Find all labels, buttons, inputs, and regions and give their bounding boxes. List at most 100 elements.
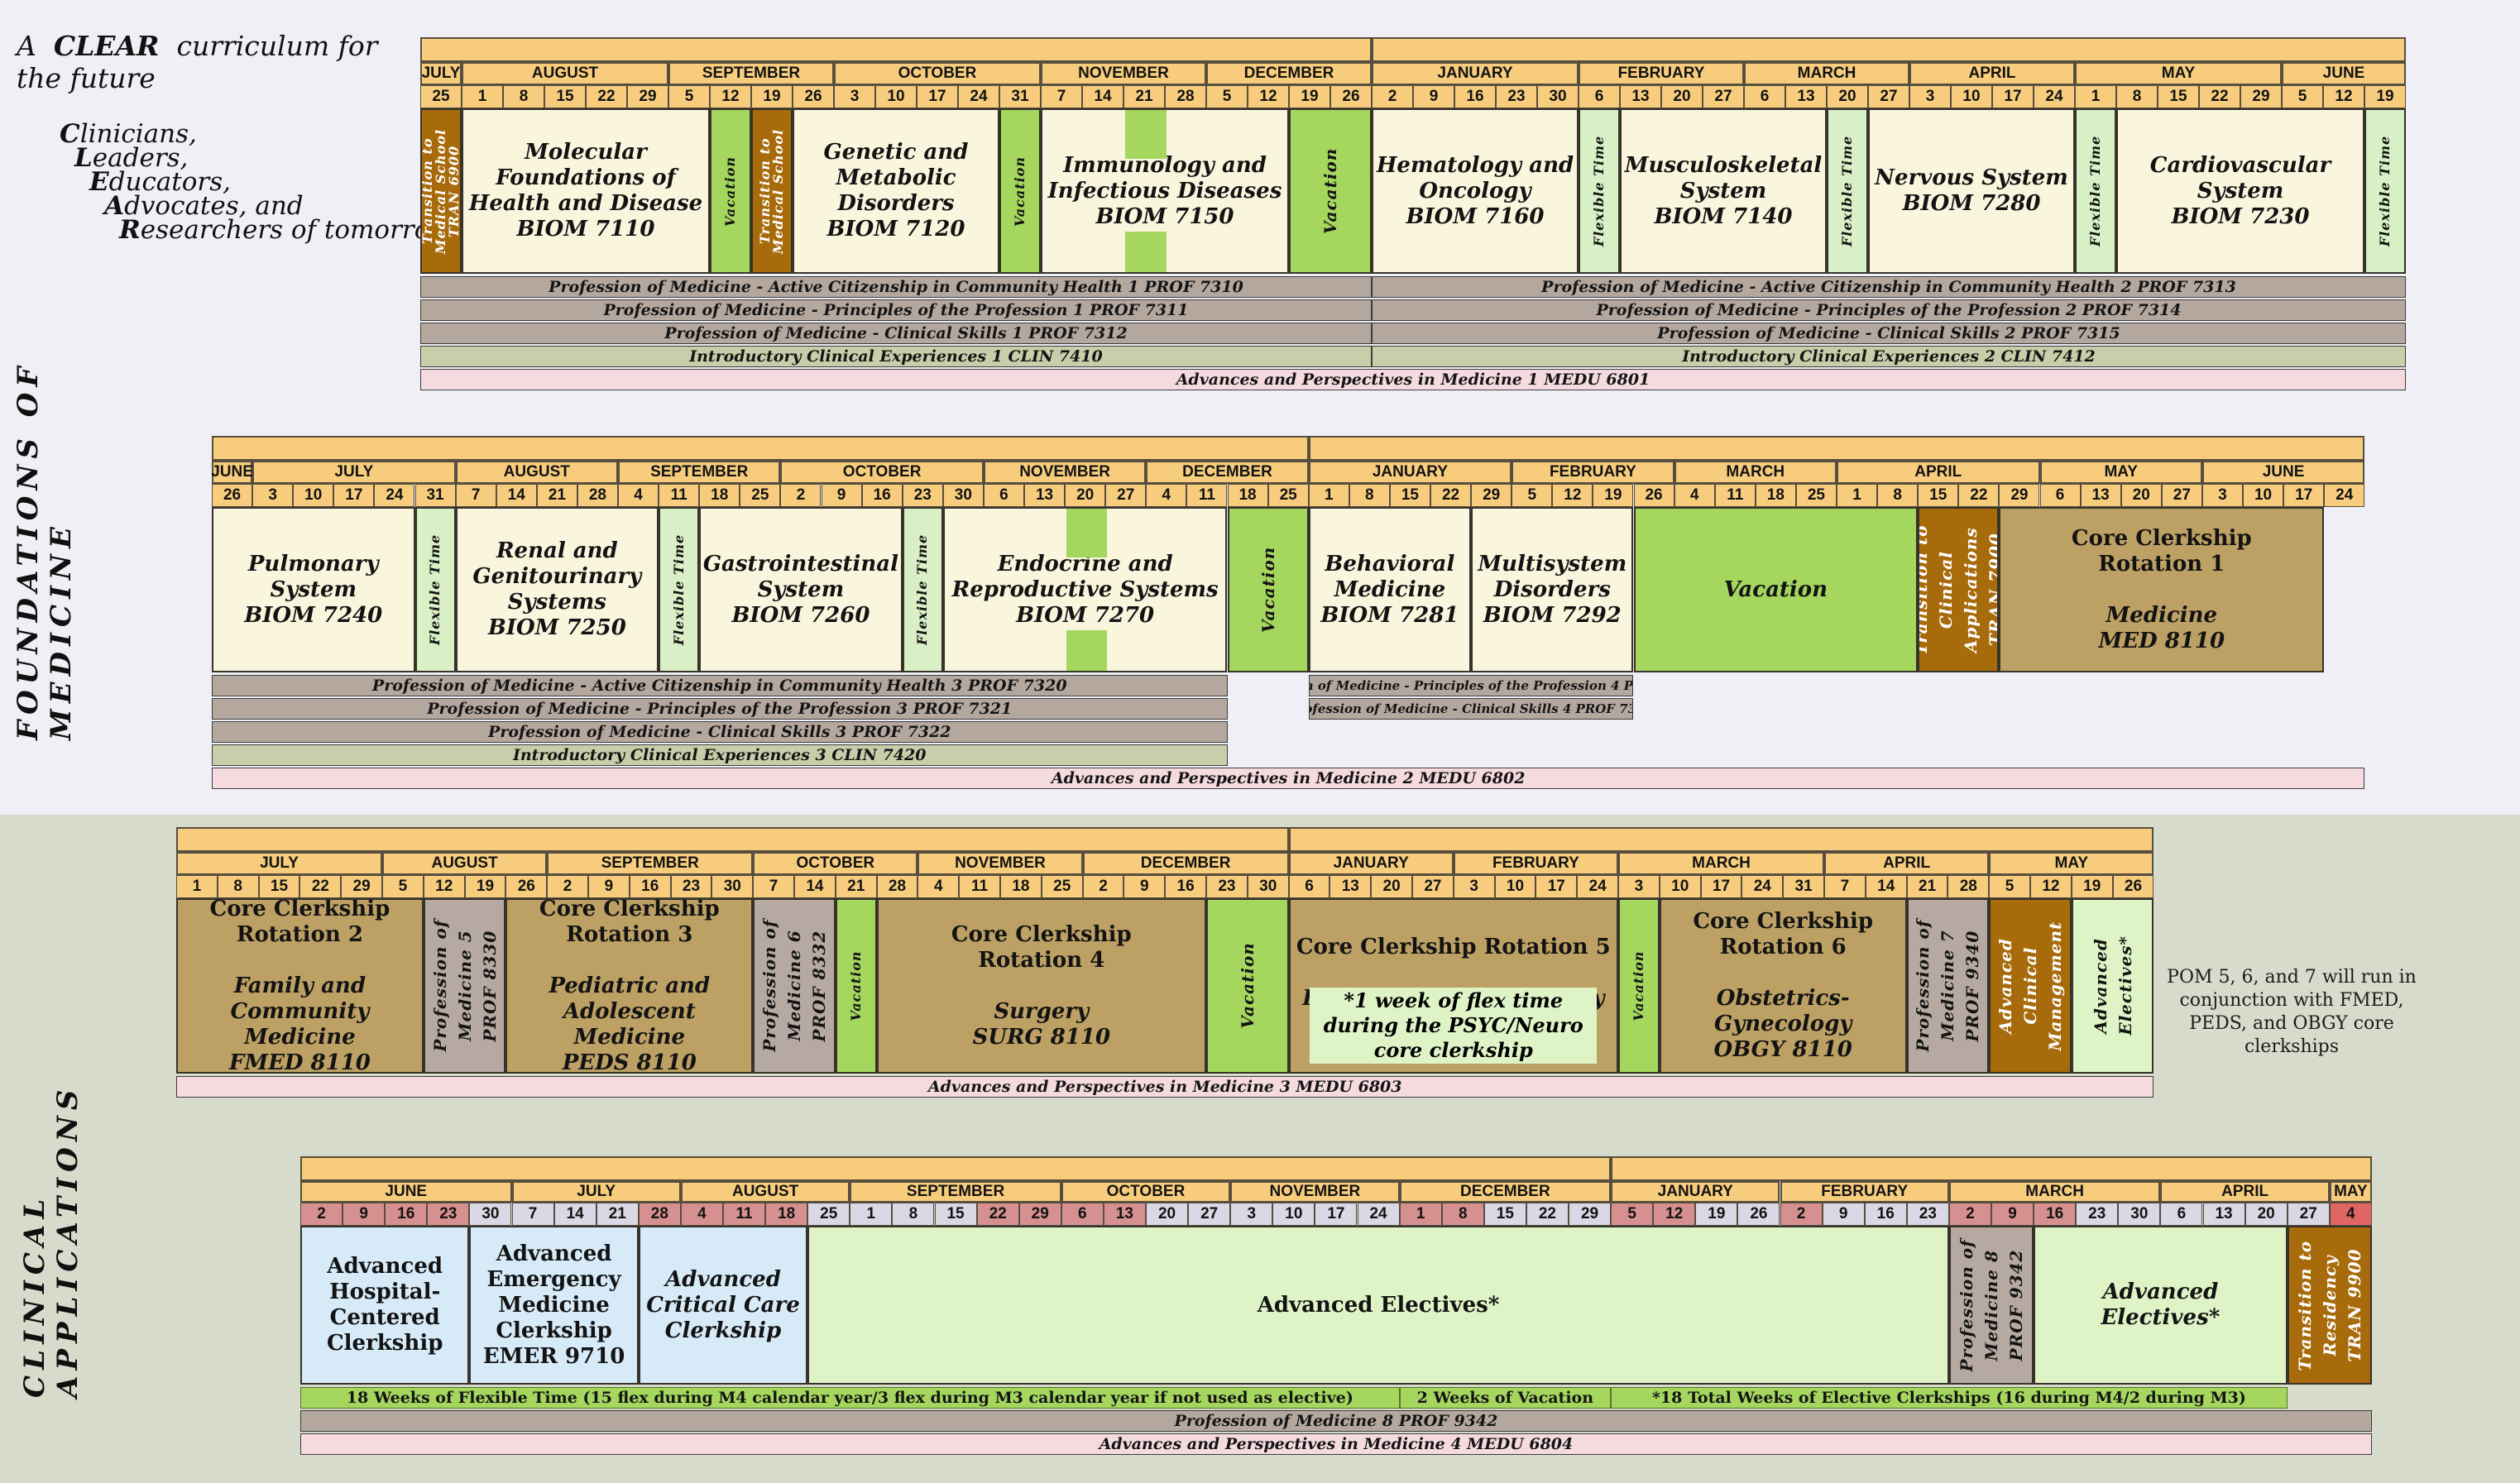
date-cell: 27 <box>1105 484 1147 507</box>
motto-line: Advocates, and <box>104 191 304 221</box>
date-cell: 23 <box>1496 85 1537 108</box>
date-cell: 15 <box>544 85 586 108</box>
date-cell: 3 <box>2201 484 2243 507</box>
date-cell: 2 <box>780 484 822 507</box>
month-cell: OCTOBER <box>753 852 918 875</box>
flexible-time-block: Flexible Time <box>414 507 456 672</box>
date-cell: 24 <box>1741 875 1784 898</box>
date-cell: 14 <box>1082 85 1123 108</box>
date-cell: 20 <box>2245 1203 2288 1226</box>
date-cell: 12 <box>1552 484 1593 507</box>
date-cell: 15 <box>1483 1203 1526 1226</box>
month-cell: APRIL <box>1824 852 1990 875</box>
date-cell: 30 <box>711 875 754 898</box>
date-cell: 22 <box>586 85 627 108</box>
date-cell: 23 <box>1906 1203 1949 1226</box>
clerkship-block: Core Clerkship Rotation 5 Psychiatry and… <box>1288 898 1618 1074</box>
date-cell: 19 <box>751 85 793 108</box>
date-cell: 2 <box>1948 1203 1991 1226</box>
date-cell: 5 <box>1989 875 2030 898</box>
motto-headline: A CLEAR curriculum for the future <box>17 30 378 94</box>
date-cell: 8 <box>2116 85 2158 108</box>
month-cell: NOVEMBER <box>1230 1181 1400 1203</box>
month-cell: OCTOBER <box>780 461 984 484</box>
vacation-block: Vacation <box>1633 507 1919 672</box>
date-cell: 27 <box>1703 85 1744 108</box>
bar-segment: Profession of Medicine - Principles of t… <box>212 698 1228 720</box>
bar-segment: Advances and Perspectives in Medicine 1 … <box>420 369 2406 390</box>
date-cell: 29 <box>627 85 668 108</box>
month-cell: NOVEMBER <box>1041 62 1206 85</box>
date-cell: 9 <box>1822 1203 1865 1226</box>
date-cell: 10 <box>1951 85 1992 108</box>
date-cell: 1 <box>1308 484 1349 507</box>
flexible-time-block: Flexible Time <box>1579 108 1620 274</box>
month-cell: AUGUST <box>680 1181 850 1203</box>
date-cell: 1 <box>1399 1203 1442 1226</box>
month-cell: DECEMBER <box>1399 1181 1612 1203</box>
bar-segment: Profession of Medicine 8 PROF 9342 <box>300 1410 2372 1432</box>
date-cell: 13 <box>1024 484 1066 507</box>
date-cell: 6 <box>1744 85 1785 108</box>
date-cell: 2 <box>547 875 588 898</box>
date-cell: 17 <box>2283 484 2325 507</box>
date-cell: 31 <box>414 484 456 507</box>
vacation-block: Vacation <box>1227 507 1309 672</box>
date-cell: 16 <box>1864 1203 1907 1226</box>
date-cell: 3 <box>1230 1203 1273 1226</box>
date-cell: 8 <box>892 1203 935 1226</box>
date-cell: 9 <box>343 1203 386 1226</box>
bar-segment: *18 Total Weeks of Elective Clerkships (… <box>1611 1387 2288 1409</box>
date-cell: 20 <box>1146 1203 1189 1226</box>
month-cell: DECEMBER <box>1146 461 1309 484</box>
date-cell: 26 <box>505 875 548 898</box>
month-cell: APRIL <box>1837 461 2040 484</box>
date-cell: 26 <box>1737 1203 1780 1226</box>
bar-segment: Profession of Medicine - Clinical Skills… <box>1308 698 1634 720</box>
month-cell: JULY <box>511 1181 681 1203</box>
date-cell: 1 <box>2075 85 2116 108</box>
date-cell: 12 <box>423 875 465 898</box>
date-cell: 6 <box>2160 1203 2203 1226</box>
date-cell: 4 <box>2329 1203 2372 1226</box>
date-cell: 26 <box>1633 484 1674 507</box>
holiday-notch <box>1125 110 1167 159</box>
date-cell: 11 <box>659 484 700 507</box>
month-cell: AUGUST <box>382 852 548 875</box>
holiday-notch <box>1066 630 1108 671</box>
date-cell: 27 <box>1412 875 1454 898</box>
month-cell: JANUARY <box>1308 461 1512 484</box>
date-cell: 10 <box>1272 1203 1315 1226</box>
date-cell: 3 <box>834 85 875 108</box>
date-cell: 13 <box>1103 1203 1146 1226</box>
date-cell: 22 <box>1526 1203 1569 1226</box>
date-cell: 9 <box>821 484 862 507</box>
date-cell: 28 <box>1165 85 1206 108</box>
month-cell: SEPTEMBER <box>618 461 781 484</box>
date-cell: 16 <box>385 1203 428 1226</box>
vacation-block: Vacation <box>1206 898 1289 1074</box>
date-cell: 20 <box>1065 484 1106 507</box>
vacation-block: Vacation <box>835 898 877 1074</box>
date-cell: 13 <box>2202 1203 2245 1226</box>
month-cell: MARCH <box>1744 62 1909 85</box>
month-cell: JANUARY <box>1611 1181 1780 1203</box>
date-cell: 19 <box>1695 1203 1738 1226</box>
date-cell: 27 <box>2287 1203 2330 1226</box>
month-cell: JUNE <box>300 1181 512 1203</box>
date-cell: 1 <box>850 1203 893 1226</box>
date-cell: 30 <box>469 1203 512 1226</box>
